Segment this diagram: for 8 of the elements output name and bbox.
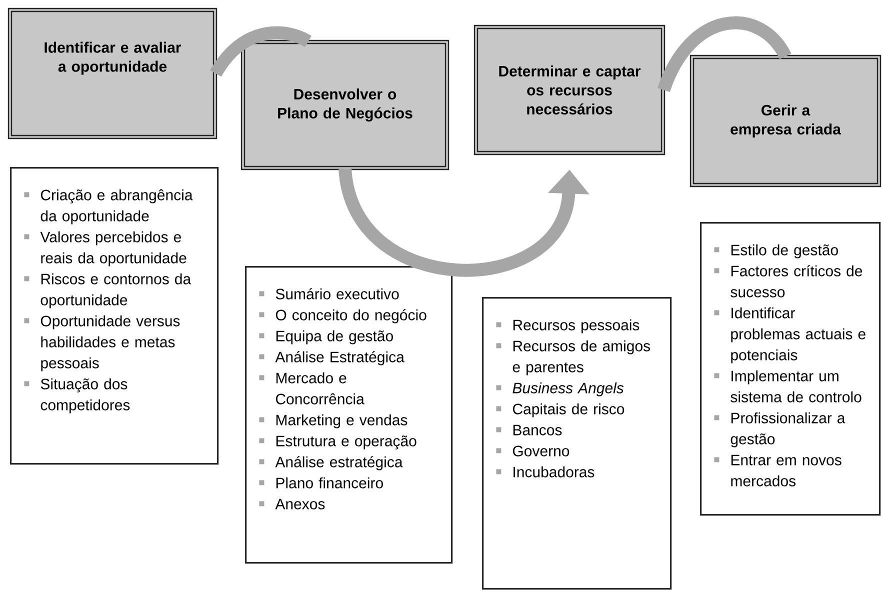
list-box: Criação e abrangência da oportunidade Valores percebidos e reais da oportunidade Riscos e contornos da oportunidade Oportunidade versus habilidades e metas pessoais Situação dos competidores [10,167,219,465]
step-box: Desenvolver o Plano de Negócios [240,40,450,170]
list-box: Recursos pessoais Recursos de amigos e parentes Business Angels Capitais de risco Bancos Governo Incubadoras [482,297,672,590]
step-box: Identificar e avaliar a oportunidade [8,8,218,140]
step-box: Determinar e captar os recursos necessários [474,24,666,156]
list-box: Estilo de gestão Factores críticos de sucesso Identificar problemas actuais e potenciais Implementar um sistema de controlo Profissionalizar a gestão Entrar em novos mercados [700,222,881,516]
list-box: Sumário executivo O conceito do negócio Equipa de gestão Análise Estratégica Mercado e Concorrência Marketing e vendas Estrutura e operação Análise estratégica Plano financeiro Anexos [245,266,453,564]
step-box: Gerir a empresa criada [690,54,882,188]
